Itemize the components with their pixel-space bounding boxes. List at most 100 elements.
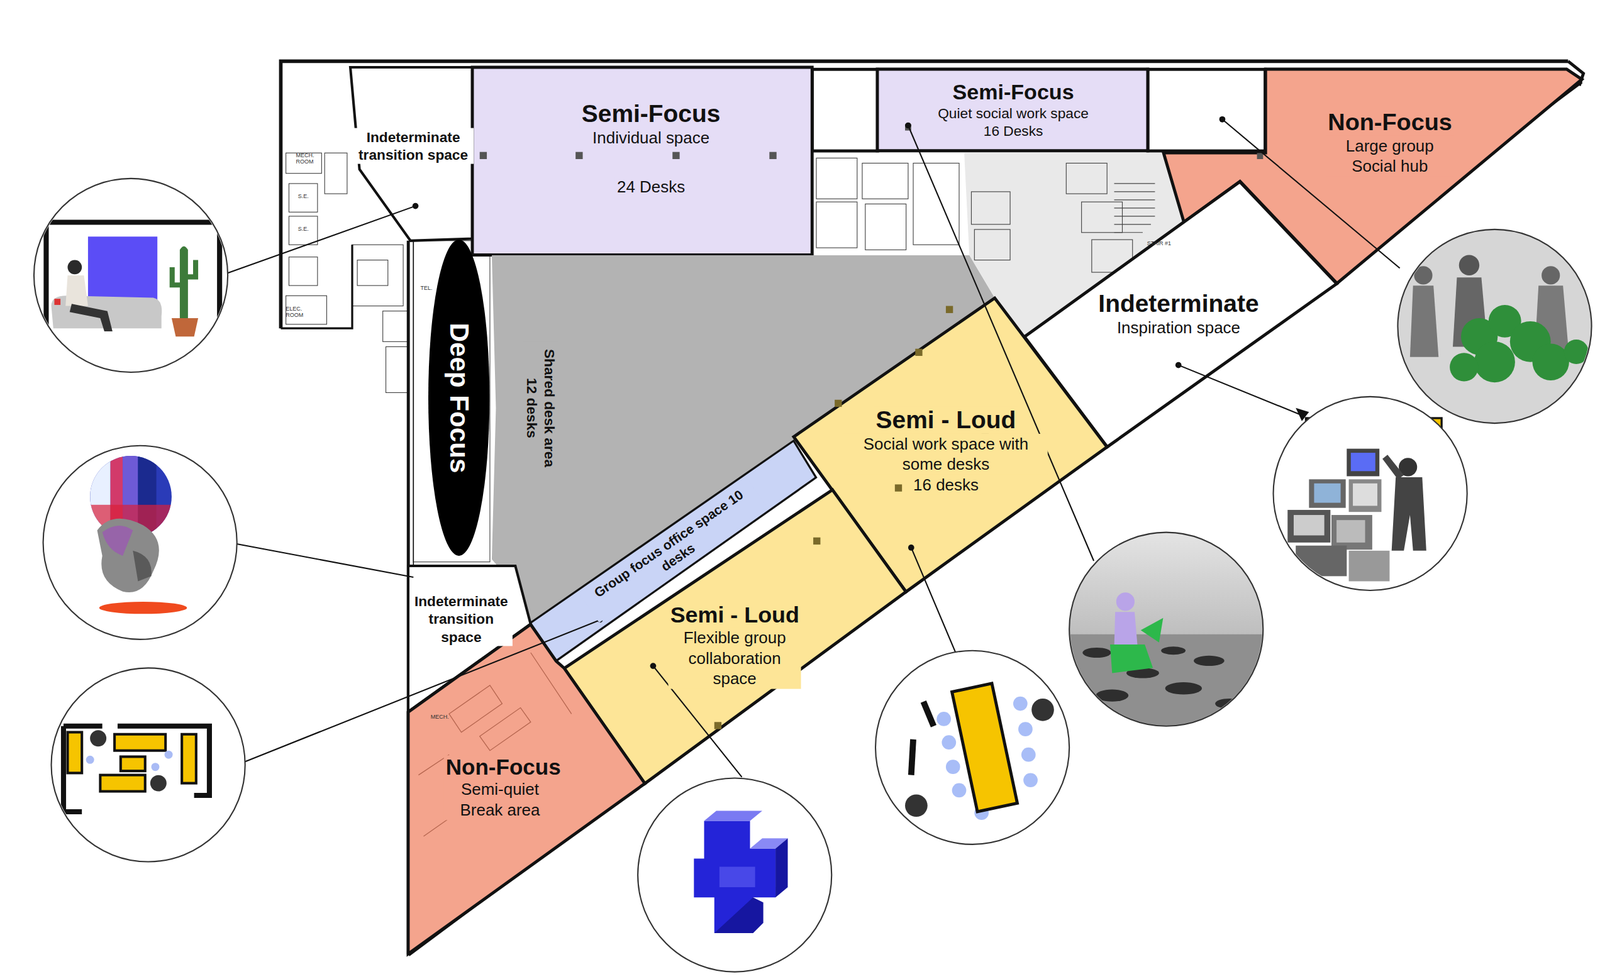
- photo-circle: [1391, 477, 1427, 551]
- column: [834, 400, 842, 407]
- room-tag: STAIR #1: [1147, 240, 1178, 248]
- non-focus-zone: Non-FocusSemi-quiet Break area: [408, 624, 645, 955]
- photo-circle: [1287, 449, 1427, 582]
- plan-lines: [383, 311, 409, 343]
- photo-circle: [1082, 647, 1111, 658]
- photo-circle: [33, 178, 228, 373]
- room-tag: TEL.: [420, 285, 437, 292]
- plan-lines: [286, 152, 323, 173]
- table-circle: [1018, 722, 1033, 737]
- table-circle: [952, 683, 1018, 812]
- zone-label: Non-FocusSemi-quiet Break area: [444, 755, 556, 821]
- room-tag: MECH.: [430, 714, 451, 721]
- deep-focus-zone: Deep Focus: [428, 239, 490, 556]
- blocks-circle: [637, 777, 832, 972]
- room-tag: ELEC. ROOM: [285, 306, 311, 319]
- zone-label: Indeterminate transition space: [352, 128, 473, 165]
- plan-circle: [150, 762, 160, 772]
- plan-circle: [51, 667, 246, 862]
- photo-circle: [45, 222, 220, 338]
- zone-title: Semi - Loud: [874, 406, 1019, 434]
- zone-label: Group focus office space 10 desks: [579, 479, 767, 623]
- leader-dot: [905, 122, 912, 129]
- plan-lines: [913, 163, 960, 246]
- table-circle: [911, 739, 914, 776]
- transition-zone: Indeterminate transition space: [408, 566, 531, 712]
- column: [894, 484, 902, 492]
- zone-title: Non-Focus: [1325, 109, 1454, 136]
- photo-circle: [1273, 396, 1468, 591]
- plan-circle: [120, 756, 146, 772]
- photo-circle: [1410, 254, 1589, 383]
- plan-circle: [164, 750, 173, 760]
- blocks-circle: [637, 777, 832, 972]
- photo-circle: [1449, 305, 1589, 383]
- column: [575, 152, 583, 160]
- leader-dot: [908, 544, 915, 551]
- zone-label: Indeterminate transition space: [410, 592, 512, 646]
- leader-line: [1178, 365, 1304, 417]
- plan-circle: [86, 750, 173, 772]
- table-circle: [1013, 696, 1028, 712]
- plan-circle: [51, 667, 246, 862]
- room-tag: MECH. ROOM: [296, 152, 321, 166]
- photo-circle: [1349, 479, 1382, 512]
- photo-circle: [1459, 254, 1480, 275]
- photo-circle: [1069, 634, 1263, 737]
- blocks-circle: [704, 810, 763, 821]
- photo-circle: [1564, 339, 1589, 365]
- plan-lines: [816, 157, 858, 199]
- leader-dot: [650, 662, 657, 670]
- photo-circle: [33, 178, 228, 373]
- column: [945, 306, 953, 314]
- photo-circle: [169, 246, 199, 319]
- structure-box: [811, 69, 1265, 151]
- column: [915, 349, 923, 356]
- zone-label: Semi-FocusIndividual space24 Desks: [498, 100, 805, 197]
- zone-title: Semi-Focus: [579, 100, 723, 128]
- photo-circle: [1349, 550, 1390, 582]
- photo-circle: [1474, 341, 1516, 383]
- plan-circle: [89, 730, 107, 747]
- room-tag: S.E.: [298, 226, 319, 233]
- photo-circle: [1069, 592, 1263, 737]
- photo-circle: [1532, 344, 1570, 381]
- table-circle: [936, 711, 951, 727]
- photo-circle: [89, 455, 187, 614]
- blocks-circle: [693, 810, 788, 934]
- table-circle: [875, 650, 1070, 845]
- plan-lines: [865, 203, 907, 250]
- room-label: STAIR #1: [1147, 240, 1178, 248]
- plan-lines: [1066, 163, 1107, 195]
- plan-lines: [286, 295, 328, 324]
- photo-circle: [1161, 646, 1186, 655]
- zone-text: Indeterminate transition space: [410, 592, 512, 646]
- deep-focus-zone-outline: [428, 239, 490, 556]
- room-label: S.E.: [298, 226, 319, 233]
- zone-text: Shared desk area 12 desks: [523, 342, 560, 475]
- photo-circle: [1295, 545, 1347, 577]
- photo-circle: [65, 275, 89, 307]
- plan-lines: [971, 191, 1011, 225]
- zone-label: IndeterminateInspiration space: [1086, 290, 1271, 338]
- photo-circle: [1140, 618, 1164, 643]
- photo-circle: [171, 318, 199, 337]
- plan-circle: [67, 732, 196, 792]
- zone-label: Semi - LoudSocial work space with some d…: [844, 406, 1048, 495]
- blocks-circle: [714, 897, 764, 934]
- photo-circle: [1114, 611, 1138, 648]
- transition-zone: Indeterminate transition space: [350, 67, 473, 241]
- table-circle: [1021, 747, 1036, 763]
- structure-box: [1147, 69, 1266, 151]
- photo-circle: [97, 518, 160, 593]
- zone-text: 16 desks: [911, 474, 981, 495]
- non-focus-zone: Non-FocusLarge group Social hub: [1163, 69, 1582, 284]
- table-circle: [952, 783, 967, 799]
- semi-focus-zone: Semi-FocusQuiet social work space16 Desk…: [877, 69, 1148, 151]
- semi-focus-zone: Semi-FocusIndividual space24 Desks: [472, 67, 812, 256]
- table-circle: [875, 650, 1070, 845]
- plan-circle: [114, 734, 166, 751]
- plan-lines: [288, 257, 317, 286]
- photo-circle: [45, 222, 220, 338]
- plan-circle: [86, 755, 95, 765]
